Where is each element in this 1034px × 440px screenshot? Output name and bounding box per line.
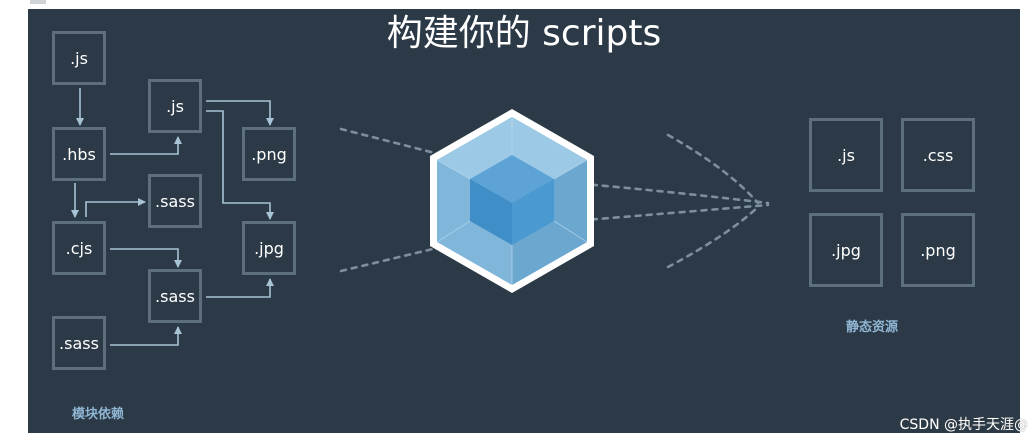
ray-in-top: [339, 127, 468, 163]
module-box-jpg: .jpg: [242, 221, 296, 275]
assets-caption: 静态资源: [846, 320, 899, 335]
arrow-png-to-js: [206, 110, 274, 220]
ray-out-bottom-arc: [666, 205, 760, 269]
module-box-png: .png: [242, 127, 296, 181]
modules-caption: 模块依赖: [72, 407, 125, 422]
arrow-sass-to-sass: [110, 326, 182, 346]
arrow-cjs-to-sass-upper: [85, 198, 146, 217]
asset-box-jpg: .jpg: [809, 213, 883, 287]
arrow-sass-to-jpg: [206, 278, 274, 298]
module-box-sass-bottom: .sass: [52, 316, 106, 370]
asset-box-js: .js: [809, 118, 883, 192]
diagram-canvas: 构建你的 scripts: [28, 9, 1020, 433]
module-box-sass-lower: .sass: [148, 269, 202, 323]
asset-box-png: .png: [901, 213, 975, 287]
connector-layer: [71, 88, 770, 346]
ray-in-bottom: [339, 239, 468, 273]
module-box-sass-upper: .sass: [148, 174, 202, 228]
module-box-cjs: .cjs: [52, 221, 106, 275]
arrow-hbs-to-js: [110, 136, 182, 155]
top-strip-mark: [30, 0, 46, 4]
csdn-watermark: CSDN @执手天涯@: [899, 417, 1028, 433]
ray-out-top-arc: [666, 133, 760, 205]
module-box-js-top: .js: [52, 31, 106, 85]
asset-box-css: .css: [901, 118, 975, 192]
arrow-js-to-png: [206, 100, 274, 126]
webpack-cube-icon: [430, 109, 594, 293]
module-box-js-right: .js: [148, 79, 202, 133]
module-box-hbs: .hbs: [52, 127, 106, 181]
diagram-title: 构建你的 scripts: [386, 13, 662, 54]
arrow-cjs-to-sass-lower: [110, 248, 182, 268]
top-strip: [0, 0, 1034, 9]
